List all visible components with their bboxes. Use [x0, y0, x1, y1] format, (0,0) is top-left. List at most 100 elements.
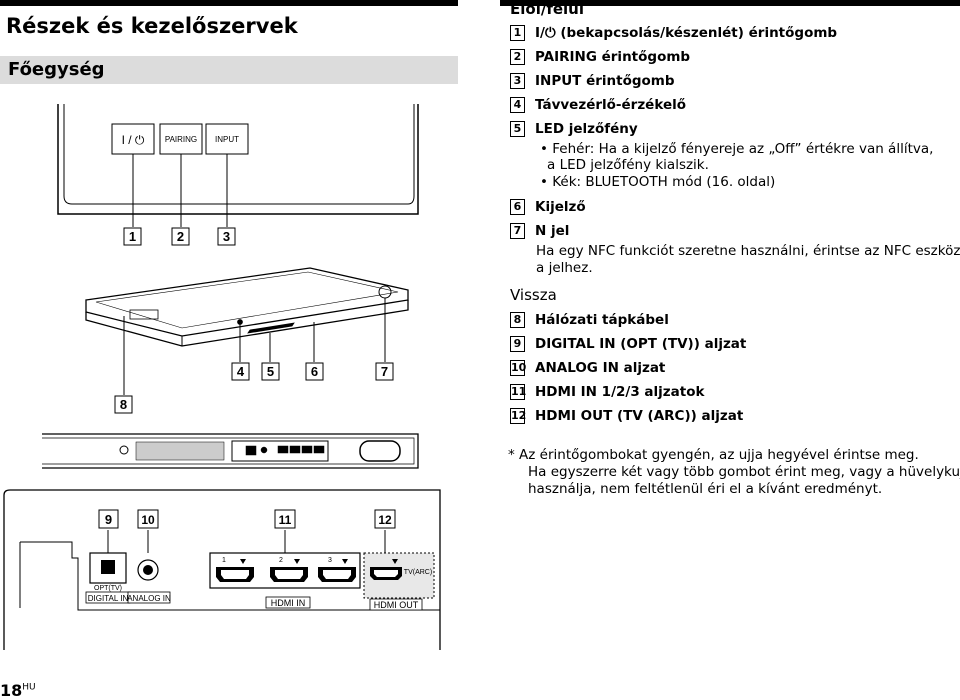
callouts-bottom: 9 10 11 12	[98, 509, 396, 529]
tv-arc-label: TV(ARC)	[404, 569, 432, 576]
analog-in-label-box	[127, 591, 171, 604]
nfc-note: Ha egy NFC funkciót szeretne használni, …	[536, 243, 960, 259]
hdmi-out-label: HDMI OUT	[374, 600, 419, 610]
item-7: 7 N jel	[510, 223, 569, 239]
callout-5: 5	[267, 364, 274, 379]
item-9: 9 DIGITAL IN (OPT (TV)) aljzat	[510, 336, 746, 352]
item-7-number: 7	[510, 223, 525, 239]
front-top-heading: Elöl/felül	[510, 0, 584, 18]
callout-12: 12	[378, 513, 392, 527]
section-title: Főegység	[8, 59, 105, 80]
zoom-outline	[3, 489, 441, 650]
item-6: 6 Kijelző	[510, 199, 586, 215]
item-9-label: DIGITAL IN (OPT (TV)) aljzat	[535, 336, 747, 352]
section-bar	[0, 56, 458, 84]
digital-in-label: DIGITAL IN	[88, 594, 129, 603]
rear-outline	[42, 433, 419, 469]
callout-4-box	[231, 362, 250, 381]
callout-12-box	[374, 509, 396, 529]
page-number-value: 18	[0, 681, 23, 700]
callout-10: 10	[141, 513, 155, 527]
item-1-number: 1	[510, 25, 525, 41]
callout-3: 3	[223, 229, 230, 244]
unit-inner-edge	[63, 104, 415, 205]
callout-6: 6	[311, 364, 318, 379]
item-12-label: HDMI OUT (TV (ARC)) aljzat	[535, 408, 744, 424]
item-10: 10 ANALOG IN aljzat	[510, 360, 665, 376]
item-11: 11 HDMI IN 1/2/3 aljzatok	[510, 384, 704, 400]
item-12-number: 12	[510, 408, 527, 424]
pairing-touch-button	[159, 123, 203, 155]
unit-outline-top	[57, 104, 419, 215]
footnote-line-3: használja, nem feltétlenül éri el a kívá…	[528, 481, 883, 497]
callout-10-box	[137, 509, 159, 529]
callout-2: 2	[177, 229, 184, 244]
item-6-label: Kijelző	[535, 199, 586, 215]
rear-bass-port	[359, 440, 401, 462]
page-number: 18HU	[0, 681, 36, 700]
item-2-label: PAIRING érintőgomb	[535, 49, 691, 65]
hdmi-in-3-label: 3	[328, 557, 332, 564]
item-9-number: 9	[510, 336, 525, 352]
hdmi-out-arrow	[392, 559, 398, 564]
item-4-label: Távvezérlő-érzékelő	[535, 97, 687, 113]
rear-jack-panel	[231, 440, 329, 462]
item-6-number: 6	[510, 199, 525, 215]
item-4-number: 4	[510, 97, 525, 113]
item-8-number: 8	[510, 312, 525, 328]
perspective-view	[85, 267, 409, 347]
callout-9: 9	[105, 512, 112, 527]
perspective-sensor	[237, 319, 243, 325]
callout-1-box	[123, 227, 142, 246]
header-rule-left	[0, 0, 458, 6]
item-1-label: I/⏻ (bekapcsolás/készenlét) érintőgomb	[535, 25, 838, 41]
opt-tv-label: OPT(TV)	[94, 585, 122, 592]
callout-7-box	[375, 362, 394, 381]
item-5-label: LED jelzőfény	[535, 121, 638, 137]
item-7-label: N jel	[535, 223, 570, 239]
hdmi-in-1-label: 1	[222, 557, 226, 564]
hdmi-in-3-arrow	[342, 559, 348, 564]
pairing-button-label: PAIRING	[165, 135, 197, 144]
callout-11-box	[274, 509, 296, 529]
jack-panel-zoom	[3, 489, 441, 650]
hdmi-in-label: HDMI IN	[271, 598, 306, 608]
item-11-number: 11	[510, 384, 527, 400]
hdmi-in-label-box	[265, 596, 311, 609]
analog-in-label: ANALOG IN	[127, 594, 171, 603]
item-11-label: HDMI IN 1/2/3 aljzatok	[535, 384, 705, 400]
callout-5-box	[261, 362, 280, 381]
hdmi-in-1-arrow	[240, 559, 246, 564]
page-language: HU	[22, 682, 36, 693]
callout-8: 8	[120, 397, 127, 412]
unit-perspective-top	[85, 267, 409, 337]
hdmi-in-2-label: 2	[279, 557, 283, 564]
header-rule-right	[500, 0, 960, 6]
power-touch-button	[111, 123, 155, 155]
back-heading: Vissza	[510, 286, 557, 304]
perspective-display	[247, 322, 295, 334]
led-note-blue: • Kék: BLUETOOTH mód (16. oldal)	[540, 174, 776, 190]
top-view	[57, 104, 419, 215]
callout-1: 1	[129, 229, 136, 244]
item-10-number: 10	[510, 360, 527, 376]
footnote-line-1: * Az érintőgombokat gyengén, az ujja heg…	[508, 447, 919, 463]
input-touch-button	[205, 123, 249, 155]
input-button-label: INPUT	[215, 135, 239, 144]
item-12: 12 HDMI OUT (TV (ARC)) aljzat	[510, 408, 743, 424]
item-3-number: 3	[510, 73, 525, 89]
page-title: Részek és kezelőszervek	[6, 14, 298, 38]
item-1: 1 I/⏻ (bekapcsolás/készenlét) érintőgomb	[510, 25, 837, 41]
callouts-middle: 4 5 6 7 8	[114, 362, 394, 414]
hdmi-out-label-box	[369, 598, 423, 611]
item-10-label: ANALOG IN aljzat	[535, 360, 666, 376]
callout-7: 7	[381, 364, 388, 379]
power-button-label: I / ⏻	[122, 133, 145, 147]
nfc-note-cont: a jelhez.	[536, 260, 593, 276]
digital-in-port	[101, 560, 115, 574]
